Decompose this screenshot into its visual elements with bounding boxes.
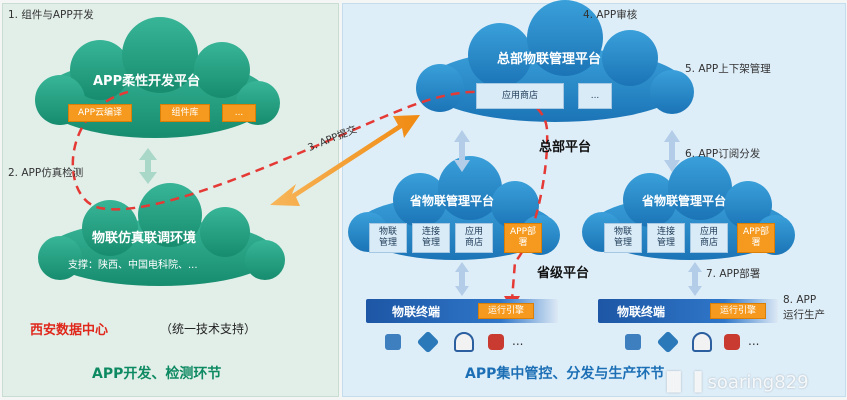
run-engine-2: 运行引擎 (710, 303, 766, 319)
step-8-label-2: 运行生产 (783, 309, 825, 321)
step-7-label: 7. APP部署 (706, 268, 761, 280)
device-ellipsis-2: ... (748, 334, 760, 348)
cloud-compile-label: APP云编译 (77, 107, 122, 118)
hq-province-arrow-2 (664, 130, 680, 172)
hq-province-arrow-1 (454, 130, 470, 172)
province2-iot-mgmt: 物联管理 (604, 223, 642, 253)
device-terminal-icon (488, 334, 504, 350)
device-ellipsis-1: ... (512, 334, 524, 348)
cloud-compile-box: APP云编译 (68, 104, 132, 122)
province-title-1: 省物联管理平台 (410, 194, 495, 208)
province1-iot-mgmt-label: 物联管理 (378, 227, 397, 248)
step-1-label: 1. 组件与APP开发 (8, 9, 94, 21)
device-meter-icon (454, 332, 474, 352)
data-center-note: （统一技术支持） (160, 322, 257, 336)
province1-app-deploy: APP部署 (504, 223, 542, 253)
province1-app-store: 应用商店 (455, 223, 493, 253)
province2-conn-mgmt: 连接管理 (647, 223, 685, 253)
component-lib-box: 组件库 (160, 104, 210, 122)
sim-env-support: 支撑：陕西、中国电科院、... (68, 260, 198, 271)
watermark-text: soaring829 (707, 372, 809, 393)
terminal-label-1: 物联终端 (392, 305, 441, 319)
device-terminal-icon (724, 334, 740, 350)
hq-platform-title: 总部物联管理平台 (497, 52, 602, 67)
watermark: ▐▌▐soaring829 (660, 372, 809, 393)
run-engine-label-1: 运行引擎 (487, 305, 524, 316)
province2-conn-mgmt-label: 连接管理 (656, 227, 675, 248)
province1-app-store-label: 应用商店 (464, 227, 483, 248)
step-6-label: 6. APP订阅分发 (685, 148, 761, 160)
province2-app-store-label: 应用商店 (699, 227, 718, 248)
province1-iot-mgmt: 物联管理 (369, 223, 407, 253)
bilibili-logo-icon: ▐▌▐ (660, 372, 702, 393)
province2-app-deploy-label: APP部署 (743, 227, 770, 248)
right-footer: APP集中管控、分发与生产环节 (465, 366, 665, 382)
sim-env-title: 物联仿真联调环境 (92, 231, 197, 246)
province-terminal-arrow-1 (455, 262, 469, 296)
province-platform-label: 省级平台 (537, 266, 590, 281)
run-engine-1: 运行引擎 (478, 303, 534, 319)
app-store-box: 应用商店 (476, 83, 564, 109)
device-gear-icon (385, 334, 401, 350)
province-terminal-arrow-2 (688, 262, 702, 296)
device-gear-icon (625, 334, 641, 350)
left-vertical-arrow (139, 148, 157, 184)
more-items-box: ... (222, 104, 256, 122)
hq-platform-label: 总部平台 (539, 140, 592, 155)
province2-iot-mgmt-label: 物联管理 (613, 227, 632, 248)
data-center-label: 西安数据中心 (30, 323, 109, 338)
province2-app-store: 应用商店 (690, 223, 728, 253)
submit-arrow (270, 115, 420, 206)
province2-app-deploy: APP部署 (737, 223, 775, 253)
province1-app-deploy-label: APP部署 (510, 227, 537, 248)
step-8-label-1: 8. APP (783, 294, 817, 306)
province1-conn-mgmt-label: 连接管理 (421, 227, 440, 248)
step-2-label: 2. APP仿真检测 (8, 167, 84, 179)
step-5-label: 5. APP上下架管理 (685, 63, 771, 75)
step-4-label: 4. APP审核 (583, 9, 638, 21)
hq-more-label: ... (590, 90, 600, 101)
run-engine-label-2: 运行引擎 (719, 305, 756, 316)
more-items-label: ... (234, 107, 244, 118)
province1-conn-mgmt: 连接管理 (412, 223, 450, 253)
province-title-2: 省物联管理平台 (642, 194, 727, 208)
component-lib-label: 组件库 (171, 107, 199, 118)
app-flow-dashed-path (71, 90, 549, 301)
hq-more-box: ... (578, 83, 612, 109)
terminal-label-2: 物联终端 (617, 305, 666, 319)
dev-platform-title: APP柔性开发平台 (93, 74, 201, 89)
app-store-label: 应用商店 (501, 90, 538, 101)
device-meter-icon (692, 332, 712, 352)
left-footer: APP开发、检测环节 (92, 366, 222, 382)
sim-env-cloud (38, 183, 285, 286)
